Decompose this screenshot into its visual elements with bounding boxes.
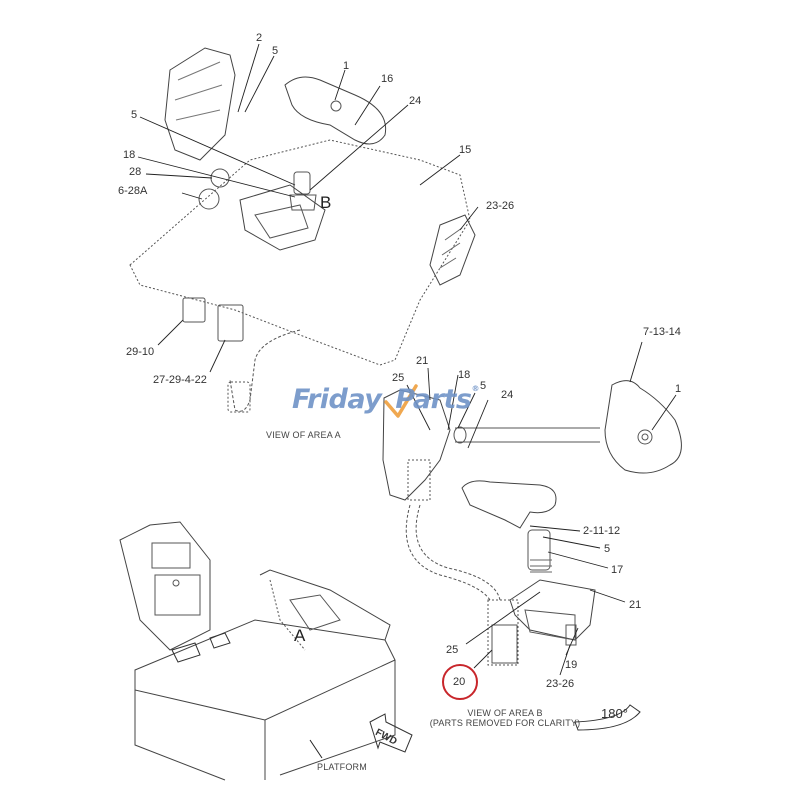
callout-1-top: 1 bbox=[343, 60, 350, 72]
callout-23-26-top: 23-26 bbox=[486, 200, 515, 212]
callout-25-detail: 25 bbox=[392, 372, 405, 384]
callout-5-top: 5 bbox=[272, 45, 279, 57]
callout-17: 17 bbox=[611, 564, 624, 576]
caption-view-area-b-line2: (PARTS REMOVED FOR CLARITY) bbox=[429, 718, 581, 729]
callout-1-detail: 1 bbox=[675, 383, 682, 395]
area-b-leaders bbox=[465, 525, 626, 676]
watermark-text-parts: Parts bbox=[395, 384, 472, 415]
callout-6-28A: 6-28A bbox=[118, 185, 148, 197]
platform-assembly bbox=[119, 521, 413, 781]
callout-20-highlighted: 20 bbox=[453, 676, 466, 688]
platform-label: PLATFORM bbox=[317, 762, 367, 772]
callout-21-b: 21 bbox=[629, 599, 642, 611]
caption-view-area-b: VIEW OF AREA B (PARTS REMOVED FOR CLARIT… bbox=[420, 708, 590, 729]
watermark-logo: Friday Parts® bbox=[292, 384, 479, 415]
callout-28: 28 bbox=[129, 166, 142, 178]
callout-23-26-b: 23-26 bbox=[546, 678, 575, 690]
area-a-detail-assembly bbox=[382, 380, 682, 501]
callout-25-b: 25 bbox=[446, 644, 459, 656]
area-b-assembly bbox=[405, 480, 596, 666]
area-letter-a: A bbox=[294, 626, 306, 645]
callout-16: 16 bbox=[381, 73, 394, 85]
callout-15: 15 bbox=[459, 144, 472, 156]
callout-19: 19 bbox=[565, 659, 578, 671]
callout-18-top: 18 bbox=[123, 149, 136, 161]
callout-24-top: 24 bbox=[409, 95, 422, 107]
callout-18-detail: 18 bbox=[458, 369, 471, 381]
rotation-label: 180° bbox=[601, 706, 628, 721]
callout-21-detail: 21 bbox=[416, 355, 429, 367]
callout-5-detail: 5 bbox=[480, 380, 487, 392]
highlight-circle-20 bbox=[442, 664, 478, 700]
registered-mark: ® bbox=[471, 384, 479, 393]
callout-7-13-14: 7-13-14 bbox=[643, 326, 681, 338]
callout-24-detail: 24 bbox=[501, 389, 514, 401]
callout-2-11-12: 2-11-12 bbox=[583, 525, 621, 537]
rotation-arrow-icon bbox=[574, 704, 641, 731]
caption-view-area-a: VIEW OF AREA A bbox=[266, 430, 341, 440]
callout-5-b: 5 bbox=[604, 543, 611, 555]
caption-view-area-b-line1: VIEW OF AREA B bbox=[467, 708, 543, 718]
callout-29-10: 29-10 bbox=[126, 346, 155, 358]
area-a-assembly bbox=[129, 47, 476, 413]
area-letter-b: B bbox=[320, 193, 332, 212]
watermark-check-icon bbox=[384, 384, 418, 418]
area-a-leaders bbox=[137, 43, 479, 373]
callout-27-29-4-22: 27-29-4-22 bbox=[153, 374, 207, 386]
callout-2: 2 bbox=[256, 32, 263, 44]
watermark-text-friday: Friday bbox=[292, 384, 382, 415]
callout-5-left: 5 bbox=[131, 109, 138, 121]
